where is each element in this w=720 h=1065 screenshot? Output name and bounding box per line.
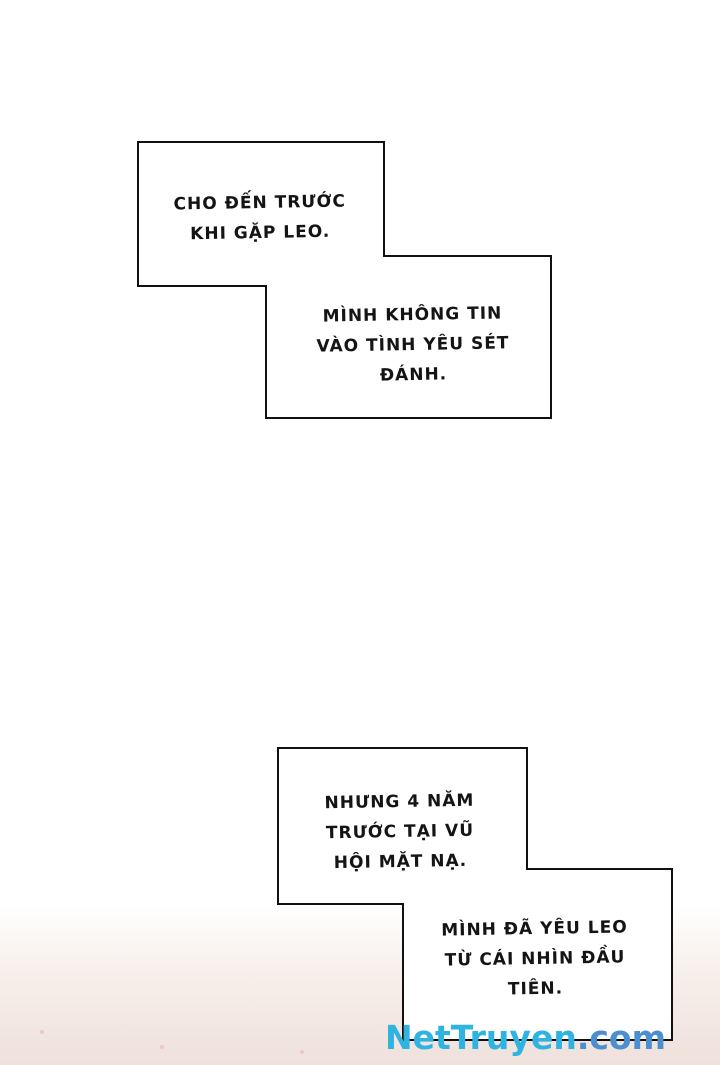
caption-text-no-love-at-first-sight: MÌNH KHÔNG TIN VÀO TÌNH YÊU SÉT ĐÁNH.: [316, 303, 510, 386]
watermark-brand: NetTruyen: [385, 1018, 577, 1057]
sparkle-dot: [40, 1030, 44, 1034]
caption-text-before-meeting-leo: CHO ĐẾN TRƯỚC KHI GẶP LEO.: [173, 191, 347, 245]
caption-box-1: [137, 141, 552, 419]
site-watermark: NetTruyen.com: [385, 1018, 666, 1057]
sparkle-dot: [160, 1045, 164, 1049]
caption-text-masquerade-ball: NHƯNG 4 NĂM TRƯỚC TẠI VŨ HỘI MẶT NẠ.: [324, 790, 475, 874]
watermark-domain: .com: [576, 1018, 666, 1057]
caption-box-2: [277, 747, 673, 1041]
caption-text-loved-leo-first-sight: MÌNH ĐÃ YÊU LEO TỪ CÁI NHÌN ĐẦU TIÊN.: [441, 917, 628, 1000]
sparkle-dot: [300, 1050, 304, 1054]
